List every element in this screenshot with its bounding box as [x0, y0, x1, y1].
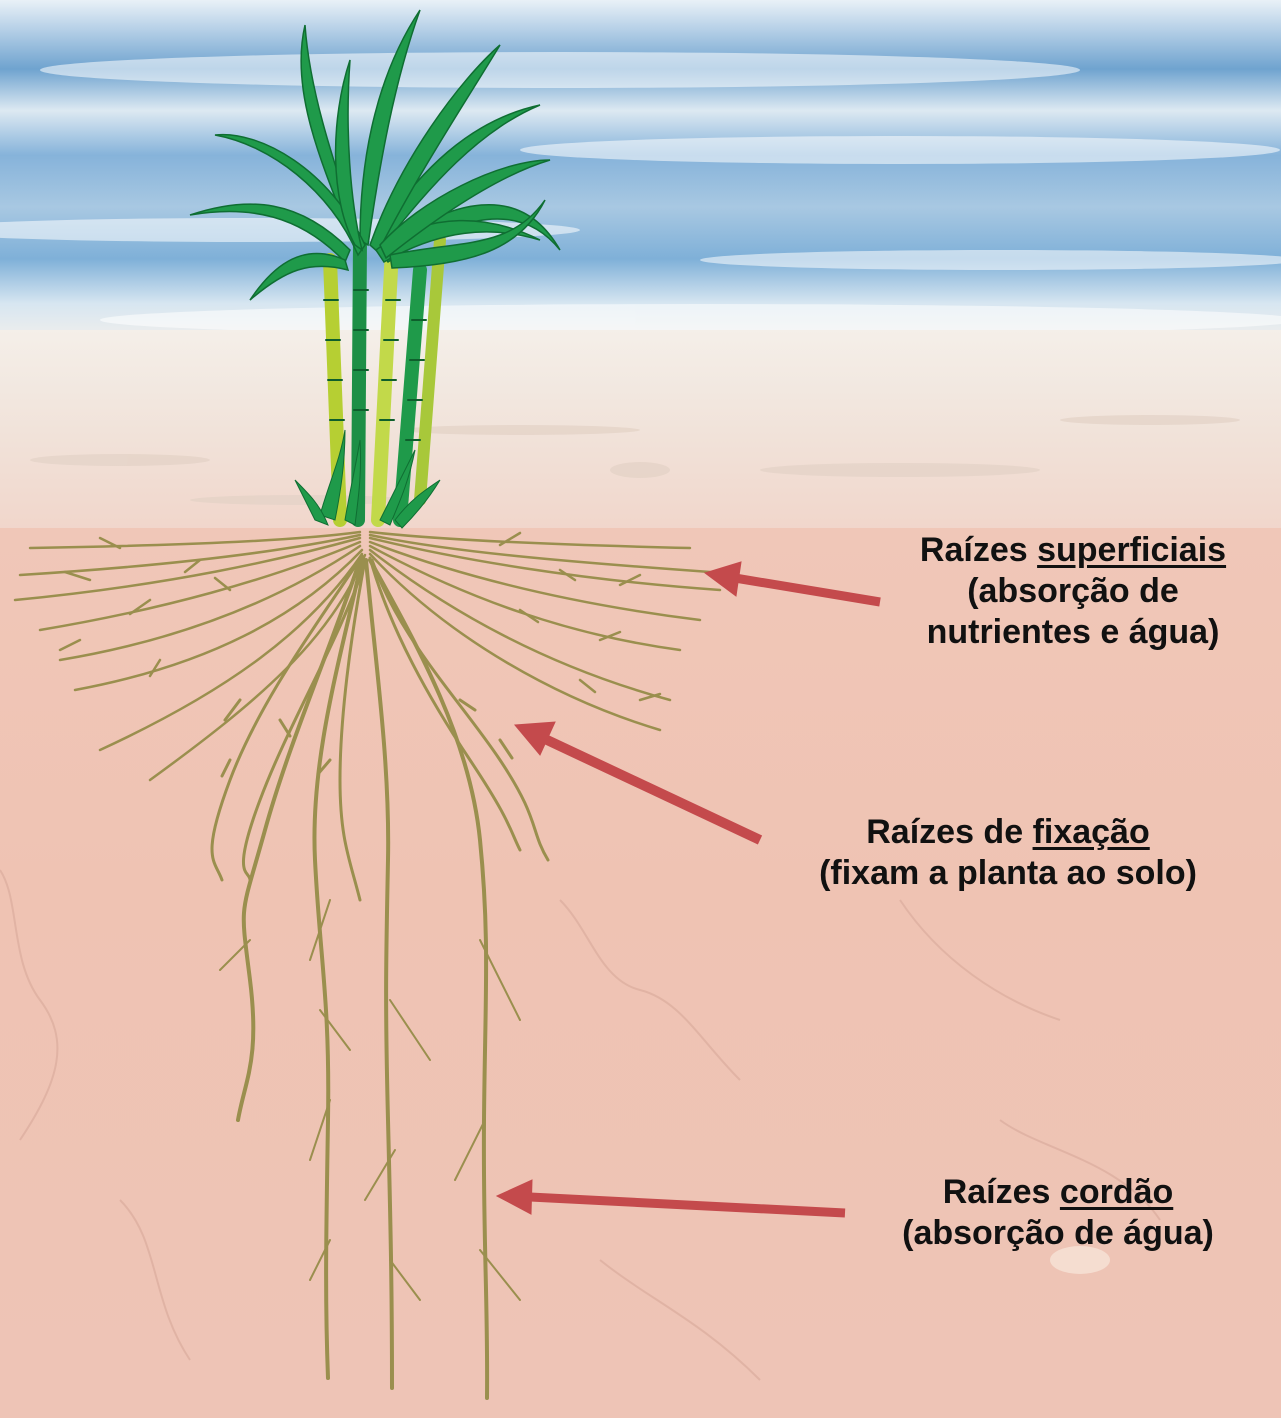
- label-superficial-line2: (absorção de: [868, 571, 1278, 612]
- label-fixation-roots: Raízes de fixação (fixam a planta ao sol…: [748, 812, 1268, 894]
- label-fixation-keyword: fixação: [1033, 813, 1150, 851]
- label-cord-keyword: cordão: [1060, 1173, 1173, 1211]
- label-cord-line2: (absorção de água): [848, 1213, 1268, 1254]
- label-superficial-title: Raízes superficiais: [868, 530, 1278, 571]
- label-superficial-keyword: superficiais: [1037, 531, 1226, 569]
- label-cord-prefix: Raízes: [943, 1173, 1060, 1211]
- label-superficial-roots: Raízes superficiais (absorção de nutrien…: [868, 530, 1278, 653]
- sky-background: [0, 0, 1281, 345]
- label-superficial-line3: nutrientes e água): [868, 612, 1278, 653]
- soil-cross-section: [0, 528, 1281, 1418]
- label-cord-roots: Raízes cordão (absorção de água): [848, 1172, 1268, 1254]
- label-fixation-title: Raízes de fixação: [748, 812, 1268, 853]
- label-fixation-prefix: Raízes de: [866, 813, 1032, 851]
- label-fixation-line2: (fixam a planta ao solo): [748, 853, 1268, 894]
- label-cord-title: Raízes cordão: [848, 1172, 1268, 1213]
- label-superficial-prefix: Raízes: [920, 531, 1037, 569]
